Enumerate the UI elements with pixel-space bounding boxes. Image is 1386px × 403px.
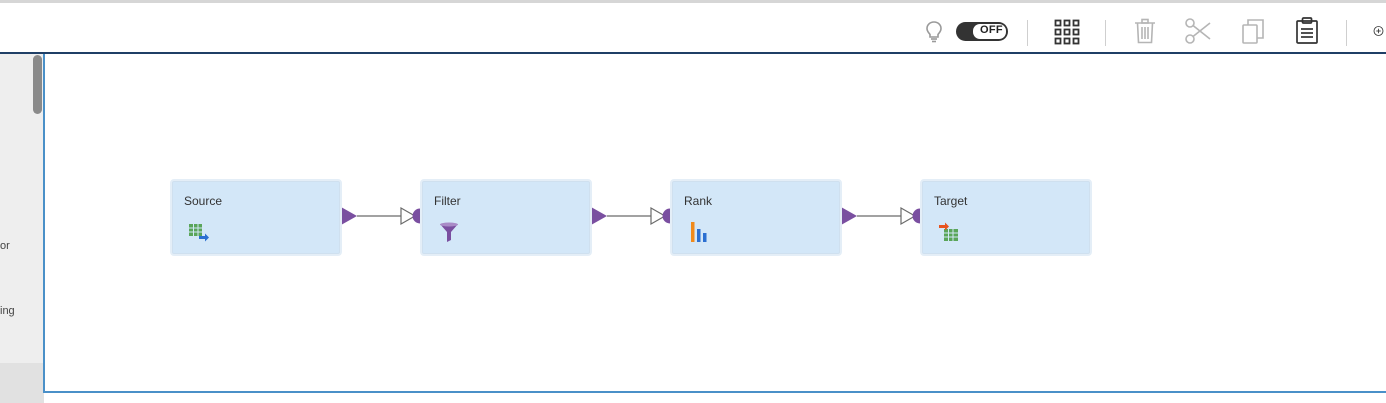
link-source-filter [341, 206, 428, 226]
top-border [0, 0, 1386, 3]
toolbar-separator [1027, 20, 1028, 46]
left-panel-scrollbar[interactable] [33, 55, 42, 114]
clipboard-icon[interactable] [1294, 15, 1320, 45]
lightbulb-icon[interactable] [924, 19, 944, 45]
node-source[interactable]: Source [170, 179, 342, 256]
target-icon [938, 221, 960, 243]
source-icon [188, 221, 210, 243]
header-rule [0, 52, 1386, 54]
zoom-in-icon[interactable] [1373, 19, 1386, 45]
node-label: Source [184, 194, 223, 208]
link-filter-rank [591, 206, 678, 226]
canvas-bottom-border [43, 391, 1386, 393]
filter-icon [438, 221, 460, 243]
node-label: Rank [684, 194, 713, 208]
left-panel-text: ing [0, 305, 15, 317]
toolbar: OFF [0, 3, 1386, 52]
left-panel-footer [0, 363, 44, 403]
node-target[interactable]: Target [920, 179, 1092, 256]
node-rank[interactable]: Rank [670, 179, 842, 256]
scissors-icon[interactable] [1184, 17, 1212, 45]
toggle-label: OFF [980, 24, 1003, 36]
node-label: Filter [434, 194, 461, 208]
toolbar-separator [1346, 20, 1347, 46]
link-rank-target [841, 206, 928, 226]
toggle-switch[interactable]: OFF [955, 21, 1009, 42]
grid-icon[interactable] [1053, 18, 1080, 45]
trash-icon[interactable] [1133, 17, 1157, 45]
rank-icon [688, 221, 710, 243]
node-label: Target [934, 194, 968, 208]
left-panel-text: or [0, 240, 10, 252]
copy-icon[interactable] [1240, 17, 1266, 45]
toolbar-separator [1105, 20, 1106, 46]
node-filter[interactable]: Filter [420, 179, 592, 256]
canvas-left-border [43, 54, 45, 392]
left-panel: or ing [0, 54, 44, 403]
